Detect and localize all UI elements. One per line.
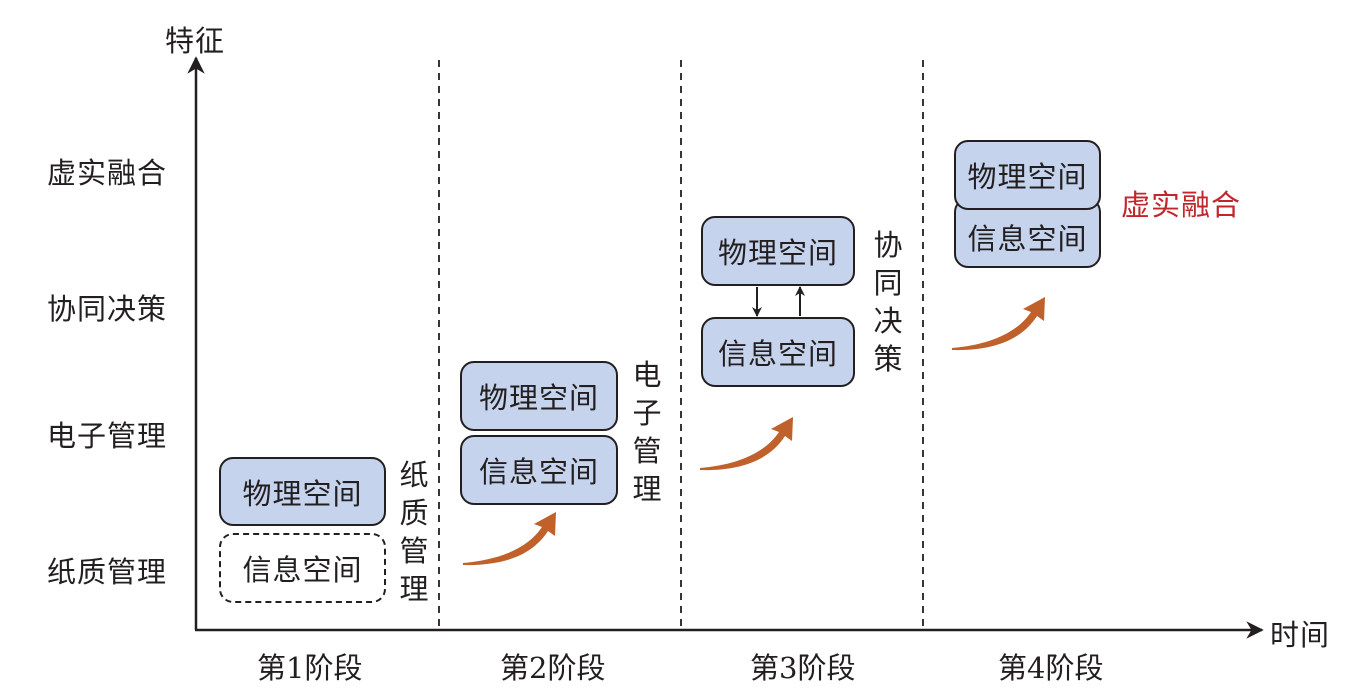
progress-arrow-1 xyxy=(463,512,556,566)
stage1-side-label: 纸 质 管 理 xyxy=(399,458,429,606)
y-axis-title: 特征 xyxy=(165,24,226,58)
stage4-side-label: 虚实融合 xyxy=(1121,188,1242,222)
y-level-electronic-management: 电子管理 xyxy=(47,419,168,453)
y-level-paper-management: 纸质管理 xyxy=(47,555,168,589)
stage3-side-label: 协 同 决 策 xyxy=(873,228,903,376)
stage1-information-space-box: 信息空间 xyxy=(219,533,386,603)
x-stage-4: 第4阶段 xyxy=(998,651,1104,685)
stage4-physical-space-box: 物理空间 xyxy=(954,140,1101,210)
stage2-side-label: 电 子 管 理 xyxy=(632,358,662,506)
stage1-physical-space-box: 物理空间 xyxy=(219,457,386,526)
x-stage-3: 第3阶段 xyxy=(750,651,856,685)
x-axis-title: 时间 xyxy=(1270,618,1331,652)
x-stage-2: 第2阶段 xyxy=(500,651,606,685)
stage3-physical-space-box: 物理空间 xyxy=(701,216,855,286)
progress-arrow-2 xyxy=(700,417,793,471)
progress-arrow-3 xyxy=(952,297,1045,351)
stage2-information-space-box: 信息空间 xyxy=(460,435,618,505)
x-stage-1: 第1阶段 xyxy=(257,651,363,685)
y-level-virtual-real-fusion: 虚实融合 xyxy=(47,156,168,190)
stage2-physical-space-box: 物理空间 xyxy=(460,361,618,431)
y-level-collaborative-decision: 协同决策 xyxy=(47,292,168,326)
stage3-information-space-box: 信息空间 xyxy=(701,317,855,387)
